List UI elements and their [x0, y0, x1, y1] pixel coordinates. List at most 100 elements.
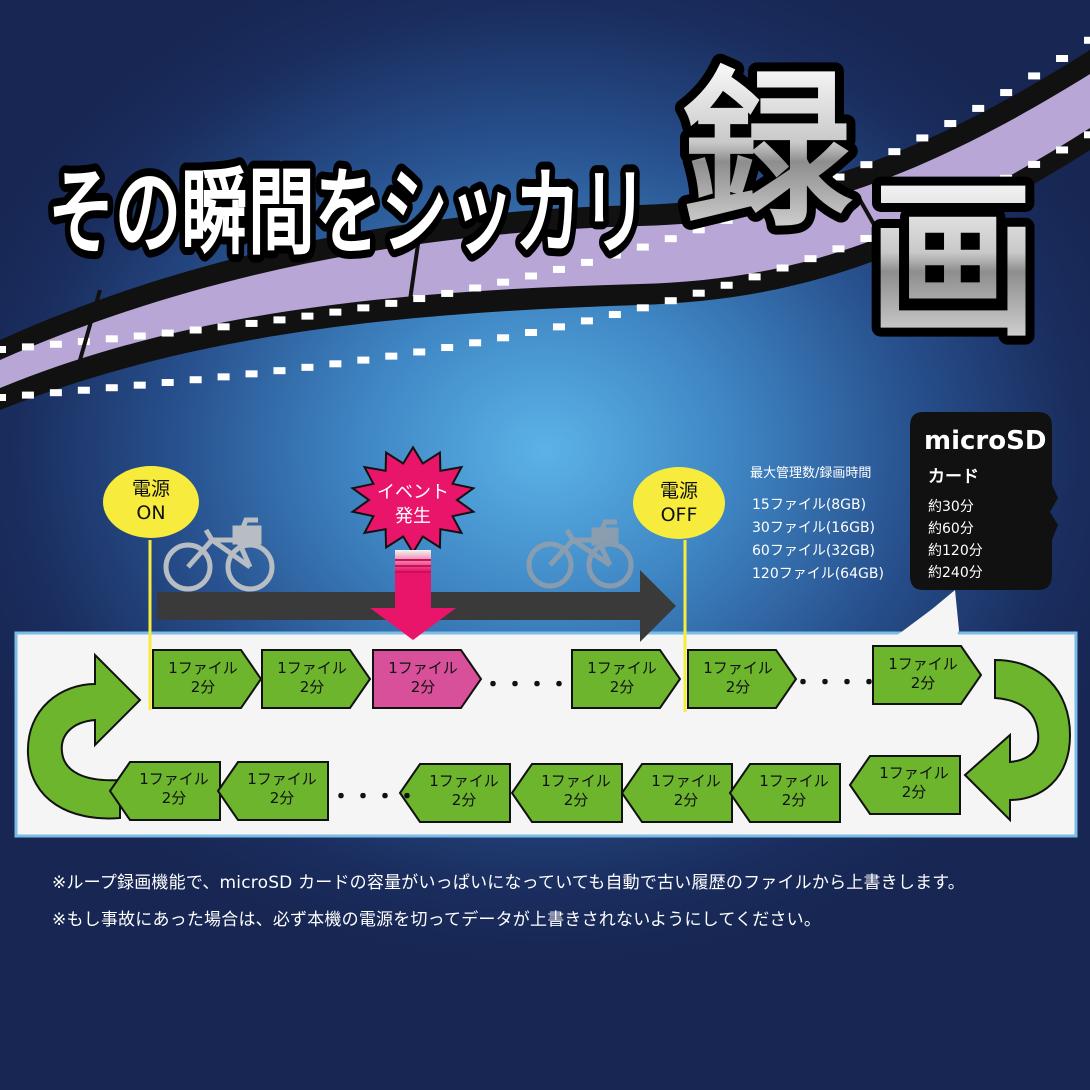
title-rec-char1: 録 録	[673, 44, 862, 260]
film-perforation	[1056, 146, 1069, 154]
file-count: 1ファイル	[888, 655, 958, 673]
film-perforation	[552, 323, 565, 331]
file-block	[848, 755, 961, 815]
film-perforation	[916, 212, 929, 220]
file-count: 1ファイル	[541, 772, 611, 790]
film-perforation	[692, 289, 705, 297]
film-perforation	[385, 299, 398, 307]
card-brand: microSD	[924, 426, 1047, 456]
file-duration: 2分	[299, 678, 325, 696]
film-perforation	[189, 326, 202, 334]
film-perforation	[441, 289, 454, 297]
title-main-outline: その瞬間をシッカリ	[48, 159, 648, 268]
film-perforation	[664, 297, 677, 305]
film-perforation	[776, 196, 789, 204]
file-block	[398, 763, 511, 823]
film-perforation	[944, 200, 957, 208]
film-perforation	[189, 376, 202, 384]
note-accident: ※もし事故にあった場合は、必ず本機の電源を切ってデータが上書きされないようにして…	[52, 910, 822, 930]
film-perforation	[580, 258, 593, 266]
power-off-state: OFF	[660, 504, 698, 526]
film-perforation	[469, 284, 482, 292]
file-duration: 2分	[901, 783, 927, 801]
storage-file-count: 120ファイル(64GB)	[752, 566, 884, 582]
film-perforation	[1028, 72, 1041, 80]
film-perforation	[413, 348, 426, 356]
film-perforation	[133, 332, 146, 340]
file-count: 1ファイル	[587, 659, 657, 677]
file-block	[872, 645, 983, 705]
storage-file-count: 60ファイル(32GB)	[752, 543, 876, 559]
film-perforation	[133, 381, 146, 389]
file-duration: 2分	[781, 791, 807, 809]
file-duration: 2分	[910, 674, 936, 692]
film-perforation	[776, 264, 789, 272]
film-perforation	[357, 356, 370, 364]
file-duration: 2分	[451, 791, 477, 809]
film-perforation	[832, 173, 845, 181]
film-perforation	[161, 378, 174, 386]
file-count: 1ファイル	[388, 659, 458, 677]
film-perforation	[944, 120, 957, 128]
film-perforation	[245, 319, 258, 327]
film-perforation	[748, 206, 761, 214]
film-perforation	[636, 304, 649, 312]
power-on-marker	[103, 466, 199, 538]
svg-text:録: 録	[682, 53, 853, 251]
film-perforation	[916, 134, 929, 142]
film-perforation	[469, 339, 482, 347]
film-perforation	[720, 216, 733, 224]
note-loop: ※ループ録画機能で、microSD カードの容量がいっぱいになっていても自動で古…	[52, 873, 965, 893]
power-off-caption: 電源 OFF	[633, 479, 725, 527]
ellipsis: ・・・・	[792, 671, 880, 696]
svg-text:録: 録	[682, 53, 853, 251]
film-perforation	[329, 308, 342, 316]
svg-text:画: 画	[868, 163, 1038, 361]
film-perforation	[105, 335, 118, 343]
ellipsis: ・・・・	[482, 673, 570, 698]
film-perforation	[580, 317, 593, 325]
file-count: 1ファイル	[277, 659, 347, 677]
file-block	[687, 649, 798, 709]
film-perforation	[525, 272, 538, 280]
title-main: その瞬間をシッカリ その瞬間をシッカリ	[40, 151, 656, 276]
file-count: 1ファイル	[879, 764, 949, 782]
film-perforation	[1084, 131, 1090, 139]
film-perforation	[664, 235, 677, 243]
film-perforation	[720, 281, 733, 289]
film-perforation	[497, 278, 510, 286]
film-perforation	[860, 161, 873, 169]
bicycle-icon	[163, 517, 275, 592]
film-perforation	[217, 323, 230, 331]
ellipsis: ・・・・	[330, 785, 418, 810]
storage-heading: 最大管理数/録画時間	[750, 466, 872, 481]
file-duration: 2分	[410, 678, 436, 696]
file-duration: 2分	[673, 791, 699, 809]
storage-record-time: 約30分	[928, 499, 974, 515]
film-perforation	[301, 363, 314, 371]
card-sub: カード	[928, 467, 979, 487]
film-perforation	[888, 148, 901, 156]
file-duration: 2分	[609, 678, 635, 696]
svg-text:画: 画	[868, 163, 1038, 361]
title-main-text: その瞬間をシッカリ	[48, 159, 648, 268]
film-perforation	[1084, 36, 1090, 44]
storage-file-count: 30ファイル(16GB)	[752, 520, 876, 536]
film-perforation	[525, 328, 538, 336]
file-duration: 2分	[725, 678, 751, 696]
film-perforation	[636, 243, 649, 251]
file-duration: 2分	[269, 789, 295, 807]
storage-record-time: 約240分	[928, 565, 983, 581]
storage-file-count: 15ファイル(8GB)	[752, 497, 867, 513]
film-perforation	[217, 373, 230, 381]
